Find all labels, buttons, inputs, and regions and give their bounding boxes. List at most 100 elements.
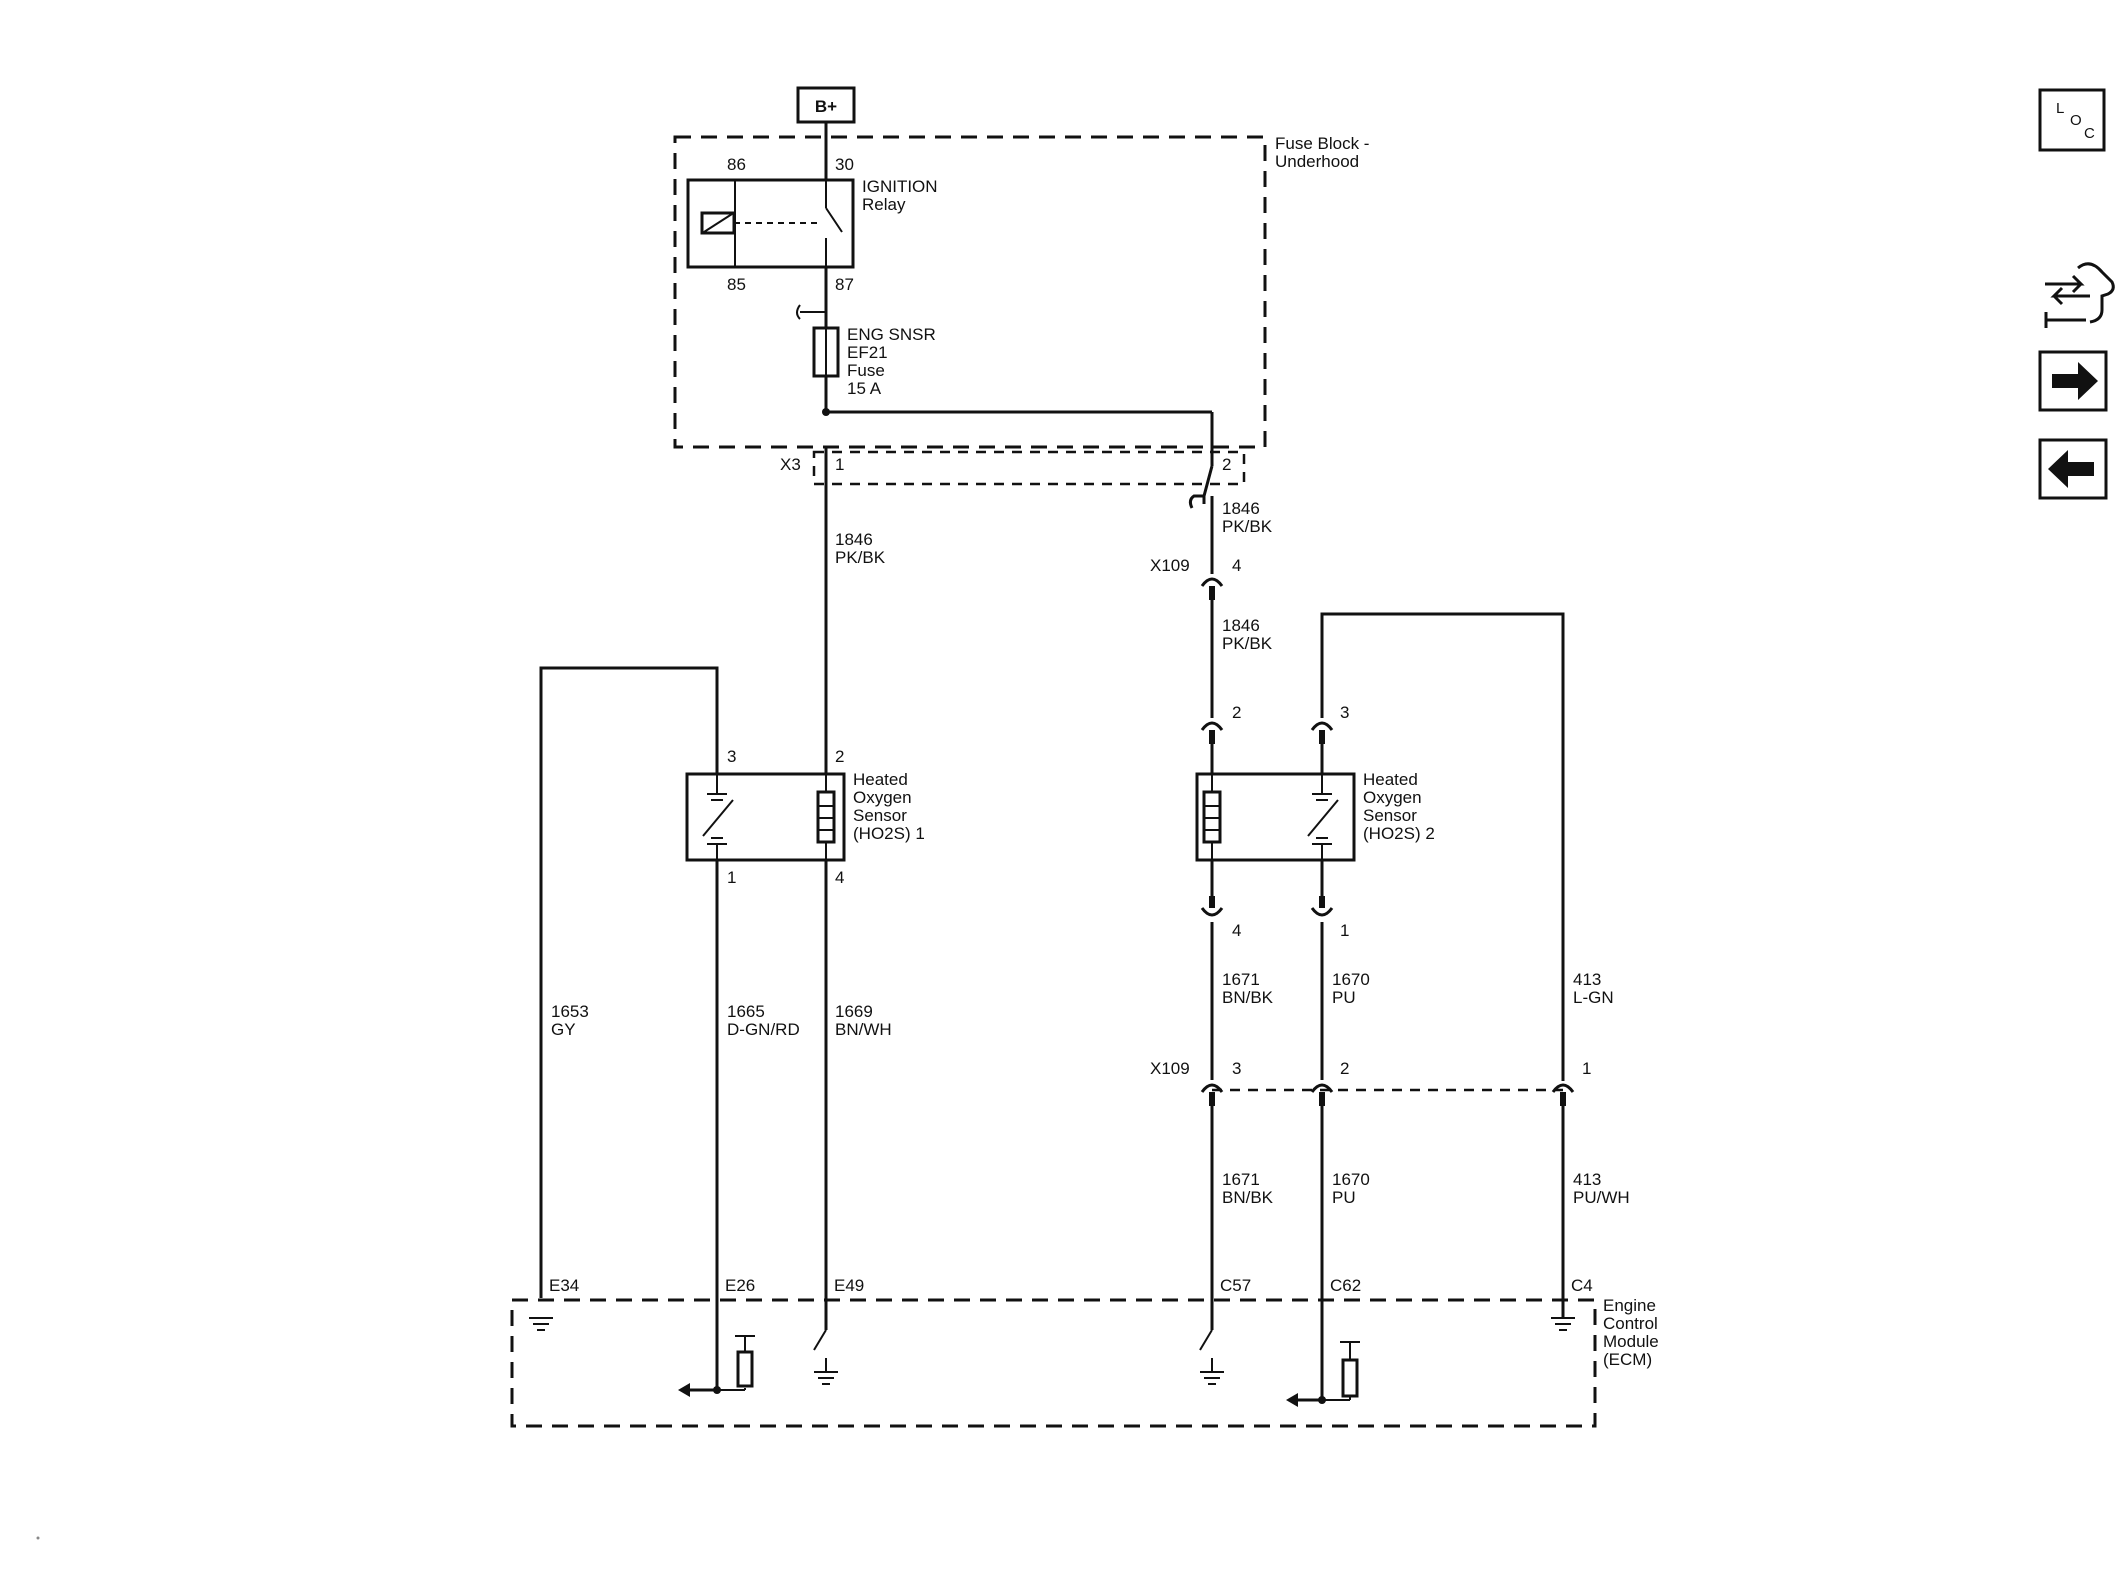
connector-x3: X3 1 2 <box>780 450 1246 486</box>
wire-1669-num: 1669 <box>835 1002 873 1021</box>
s2-pin-2: 2 <box>1232 703 1241 722</box>
ecm-pin-e49: E49 <box>834 1276 864 1295</box>
x3-pin-1: 1 <box>835 455 844 474</box>
wire-1670-a-color: PU <box>1332 988 1356 1007</box>
location-button[interactable]: L O C <box>2038 88 2106 152</box>
wire-1670-a-num: 1670 <box>1332 970 1370 989</box>
wire-1846-right-a-color: PK/BK <box>1222 517 1273 536</box>
ecm-pin-c62: C62 <box>1330 1276 1361 1295</box>
loc-o[interactable]: O <box>2070 112 2082 129</box>
back-arrow-button[interactable] <box>2038 438 2108 500</box>
fuse-name: ENG SNSR <box>847 325 936 344</box>
s1-pin-1: 1 <box>727 868 736 887</box>
s2-name-1: Heated <box>1363 770 1418 789</box>
power-label: B+ <box>815 97 837 116</box>
c62-input-circuit <box>1286 1341 1360 1407</box>
x109-pin-1: 1 <box>1582 1059 1591 1078</box>
loc-l[interactable]: L <box>2056 100 2064 117</box>
connector-x109-bottom: X109 3 2 1 <box>1150 1059 1591 1106</box>
heated-oxygen-sensor-2: Heated Oxygen Sensor (HO2S) 2 <box>1195 770 1435 862</box>
wire-1846-right-b-color: PK/BK <box>1222 634 1273 653</box>
ignition-relay: 86 30 85 87 IGNITION Relay <box>686 155 938 294</box>
x109-top-label: X109 <box>1150 556 1190 575</box>
ecm-name-2: Control <box>1603 1314 1658 1333</box>
fuse-block-boundary <box>673 135 1267 449</box>
forward-arrow-icon[interactable] <box>2052 362 2098 400</box>
x3-pin-2: 2 <box>1222 455 1231 474</box>
wire-1846-right-b-num: 1846 <box>1222 616 1260 635</box>
x109-pin-4: 4 <box>1232 556 1241 575</box>
ecm-name-1: Engine <box>1603 1296 1656 1315</box>
ecm-pin-c57: C57 <box>1220 1276 1251 1295</box>
relay-name: IGNITION <box>862 177 938 196</box>
wire-1671-a-color: BN/BK <box>1222 988 1274 1007</box>
engine-control-module: Engine Control Module (ECM) E34 E26 E49 … <box>510 1276 1659 1428</box>
wire-1846-left-num: 1846 <box>835 530 873 549</box>
fuse-type: Fuse <box>847 361 885 380</box>
x3-label: X3 <box>780 455 801 474</box>
ecm-pin-e34: E34 <box>549 1276 579 1295</box>
ecm-pin-c4: C4 <box>1571 1276 1593 1295</box>
ground-e34-icon <box>529 1317 553 1331</box>
wire-1670-b-color: PU <box>1332 1188 1356 1207</box>
wire-1665-color: D-GN/RD <box>727 1020 800 1039</box>
wire-413-b-num: 413 <box>1573 1170 1601 1189</box>
wire-413-a-color: L-GN <box>1573 988 1614 1007</box>
wire-413-a-num: 413 <box>1573 970 1601 989</box>
loc-c[interactable]: C <box>2084 125 2095 142</box>
wire-1669-color: BN/WH <box>835 1020 892 1039</box>
wire-413-top <box>1320 612 1565 1081</box>
relay-pin-86: 86 <box>727 155 746 174</box>
wire-1670-b-num: 1670 <box>1332 1170 1370 1189</box>
fuse-block-title: Fuse Block - <box>1275 134 1369 153</box>
fuse-id: EF21 <box>847 343 888 362</box>
s1-name-4: (HO2S) 1 <box>853 824 925 843</box>
e26-input-circuit <box>678 1335 755 1397</box>
forward-arrow-button[interactable] <box>2038 350 2108 412</box>
splice-mark <box>796 304 826 320</box>
power-source: B+ <box>796 86 856 124</box>
wire-413-b-color: PU/WH <box>1573 1188 1630 1207</box>
s1-pin-4: 4 <box>835 868 844 887</box>
relay-pin-30: 30 <box>835 155 854 174</box>
s1-name-3: Sensor <box>853 806 907 825</box>
s2-name-2: Oxygen <box>1363 788 1422 807</box>
s2-name-3: Sensor <box>1363 806 1417 825</box>
s1-pin-2: 2 <box>835 747 844 766</box>
s1-name-1: Heated <box>853 770 908 789</box>
e49-ground-switch <box>813 1329 838 1385</box>
wire-1671-b-num: 1671 <box>1222 1170 1260 1189</box>
eng-snsr-fuse: ENG SNSR EF21 Fuse 15 A <box>812 325 936 398</box>
wire-1671-b-color: BN/BK <box>1222 1188 1274 1207</box>
s2-pin-4: 4 <box>1232 921 1241 940</box>
x109-pin-2: 2 <box>1340 1059 1349 1078</box>
wire-1653-color: GY <box>551 1020 576 1039</box>
wire-1846-left-color: PK/BK <box>835 548 886 567</box>
s2-pin-1: 1 <box>1340 921 1349 940</box>
ecm-pin-e26: E26 <box>725 1276 755 1295</box>
fuse-block-subtitle: Underhood <box>1275 152 1359 171</box>
wire-1846-right-a-num: 1846 <box>1222 499 1260 518</box>
ecm-name-3: Module <box>1603 1332 1659 1351</box>
s1-name-2: Oxygen <box>853 788 912 807</box>
relay-pin-87: 87 <box>835 275 854 294</box>
wire-1671-a-num: 1671 <box>1222 970 1260 989</box>
s2-pin-3: 3 <box>1340 703 1349 722</box>
fuse-block-underhood: Fuse Block - Underhood 86 30 85 87 IGNIT… <box>673 134 1369 449</box>
c57-ground-switch <box>1199 1329 1224 1385</box>
connector-view-icon[interactable] <box>2044 262 2115 328</box>
relay-pin-85: 85 <box>727 275 746 294</box>
back-arrow-icon[interactable] <box>2048 450 2094 488</box>
heated-oxygen-sensor-1: 3 2 1 4 Heated Oxygen Sensor (HO2S) 1 <box>685 747 925 887</box>
wire-1665-num: 1665 <box>727 1002 765 1021</box>
ground-c4-icon <box>1551 1317 1575 1331</box>
fuse-rating: 15 A <box>847 379 882 398</box>
x109-pin-3: 3 <box>1232 1059 1241 1078</box>
x109-terminal-top <box>1200 577 1224 587</box>
stray-dot <box>36 1536 40 1540</box>
x109-bottom-label: X109 <box>1150 1059 1190 1078</box>
s1-pin-3: 3 <box>727 747 736 766</box>
relay-name-2: Relay <box>862 195 906 214</box>
